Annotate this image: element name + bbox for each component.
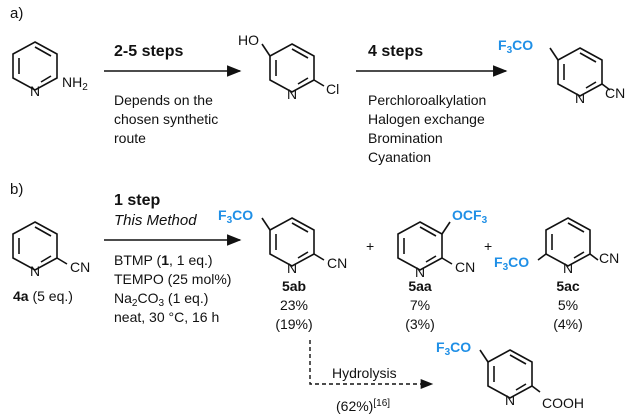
ring-n-label: N — [563, 260, 574, 276]
compound-label-4a: 4a (5 eq.) — [13, 288, 73, 304]
trifluoromethoxy-group: OCF3 — [452, 207, 488, 226]
yield-isolated-5aa: (3%) — [405, 316, 435, 332]
step-b-title: 1 step — [114, 192, 161, 209]
step-a1-note-1: Depends on the — [114, 92, 213, 108]
cyano-group: CN — [70, 259, 91, 275]
ring-n-label: N — [575, 90, 586, 106]
step-a1-title: 2-5 steps — [114, 43, 184, 60]
panel-a-label: a) — [10, 5, 24, 22]
trifluoromethoxy-group: F3CO — [436, 339, 472, 358]
step-a2-note-3: Bromination — [368, 130, 443, 146]
structure-2-aminopyridine — [12, 41, 58, 91]
hydrolysis-label: Hydrolysis — [332, 365, 397, 381]
yield-isolated-5ac: (4%) — [553, 316, 583, 332]
yield-isolated-5ab: (19%) — [275, 316, 313, 332]
plus-sign: + — [366, 238, 375, 254]
arrow-hydrolysis — [309, 340, 434, 390]
ring-n-label: N — [30, 83, 41, 99]
yield-5ab: 23% — [279, 297, 309, 313]
step-a2-note-4: Cyanation — [368, 149, 432, 165]
ring-n-label: N — [505, 392, 516, 408]
step-a2-title: 4 steps — [368, 43, 424, 60]
structure-2-cyanopyridine — [12, 221, 68, 271]
structure-hydroxy-chloropyridine — [261, 43, 325, 93]
step-b-subtitle: This Method — [114, 212, 197, 229]
step-a2-note-2: Halogen exchange — [368, 111, 485, 127]
step-a1-note-2: chosen synthetic — [114, 111, 219, 127]
step-a1-note-3: route — [114, 130, 146, 146]
compound-label-5ac: 5ac — [556, 278, 580, 294]
structure-acid — [479, 349, 541, 399]
condition-catalyst: TEMPO (25 mol%) — [114, 271, 232, 287]
condition-reagent: BTMP (1, 1 eq.) — [114, 252, 213, 268]
carboxylic-acid-group: COOH — [542, 395, 584, 411]
yield-5ac: 5% — [557, 297, 579, 313]
cyano-group: CN — [599, 250, 620, 266]
panel-b-label: b) — [10, 181, 24, 198]
structure-trifluoromethoxy-cyanopyridine-a — [549, 47, 611, 97]
hydrolysis-yield: (62%)[16] — [336, 398, 391, 414]
trifluoromethoxy-group: F3CO — [494, 254, 530, 273]
structure-5ac — [537, 217, 599, 267]
trifluoromethoxy-group: F3CO — [498, 37, 534, 56]
ring-n-label: N — [415, 264, 426, 280]
structure-5aa — [397, 221, 453, 271]
step-a2-note-1: Perchloroalkylation — [368, 92, 487, 108]
trifluoromethoxy-group: F3CO — [218, 207, 254, 226]
cyano-group: CN — [327, 255, 348, 271]
plus-sign: + — [484, 238, 493, 254]
ring-n-label: N — [287, 86, 298, 102]
ring-n-label: N — [30, 263, 41, 279]
compound-label-5ab: 5ab — [281, 278, 307, 294]
compound-label-5aa: 5aa — [408, 278, 432, 294]
hydroxy-group: HO — [238, 32, 259, 48]
condition-base: Na2CO3 (1 eq.) — [114, 290, 209, 309]
ring-n-label: N — [287, 260, 298, 276]
cyano-group: CN — [605, 85, 626, 101]
yield-5aa: 7% — [409, 297, 431, 313]
structure-5ab — [261, 217, 325, 267]
amino-group: NH2 — [62, 74, 88, 93]
cyano-group: CN — [455, 259, 476, 275]
condition-temperature: neat, 30 °C, 16 h — [114, 309, 220, 325]
chloro-group: Cl — [326, 81, 340, 97]
